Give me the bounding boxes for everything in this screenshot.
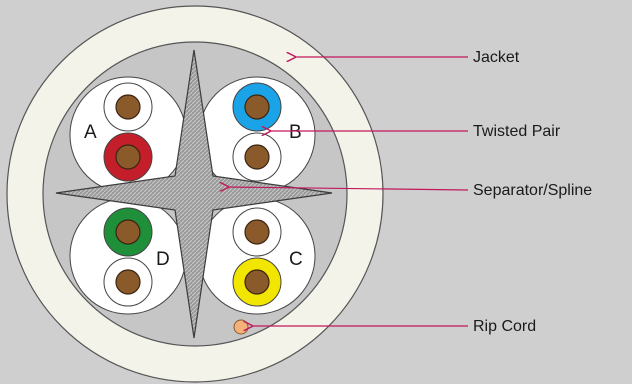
pair-label-d: D [156, 249, 170, 270]
conductor [244, 269, 270, 295]
conductor [244, 144, 270, 170]
jacket-label: Jacket [473, 49, 520, 66]
pair-label-b: B [289, 122, 302, 143]
rip-cord [233, 319, 249, 335]
conductor [115, 269, 141, 295]
separator-spline [55, 49, 333, 339]
twisted-pair-d [69, 197, 187, 315]
conductor [115, 219, 141, 245]
pair-label-c: C [289, 249, 303, 270]
separator-label: Separator/Spline [473, 182, 592, 199]
conductor [115, 144, 141, 170]
twisted-pair-b [198, 76, 316, 194]
conductor [244, 94, 270, 120]
twisted-pair-c [198, 197, 316, 315]
pair-label-a: A [84, 122, 97, 143]
rip-cord-label: Rip Cord [473, 318, 536, 335]
twisted-pair-label: Twisted Pair [473, 123, 561, 140]
conductor [244, 219, 270, 245]
conductor [115, 94, 141, 120]
separator-leader [228, 187, 469, 190]
